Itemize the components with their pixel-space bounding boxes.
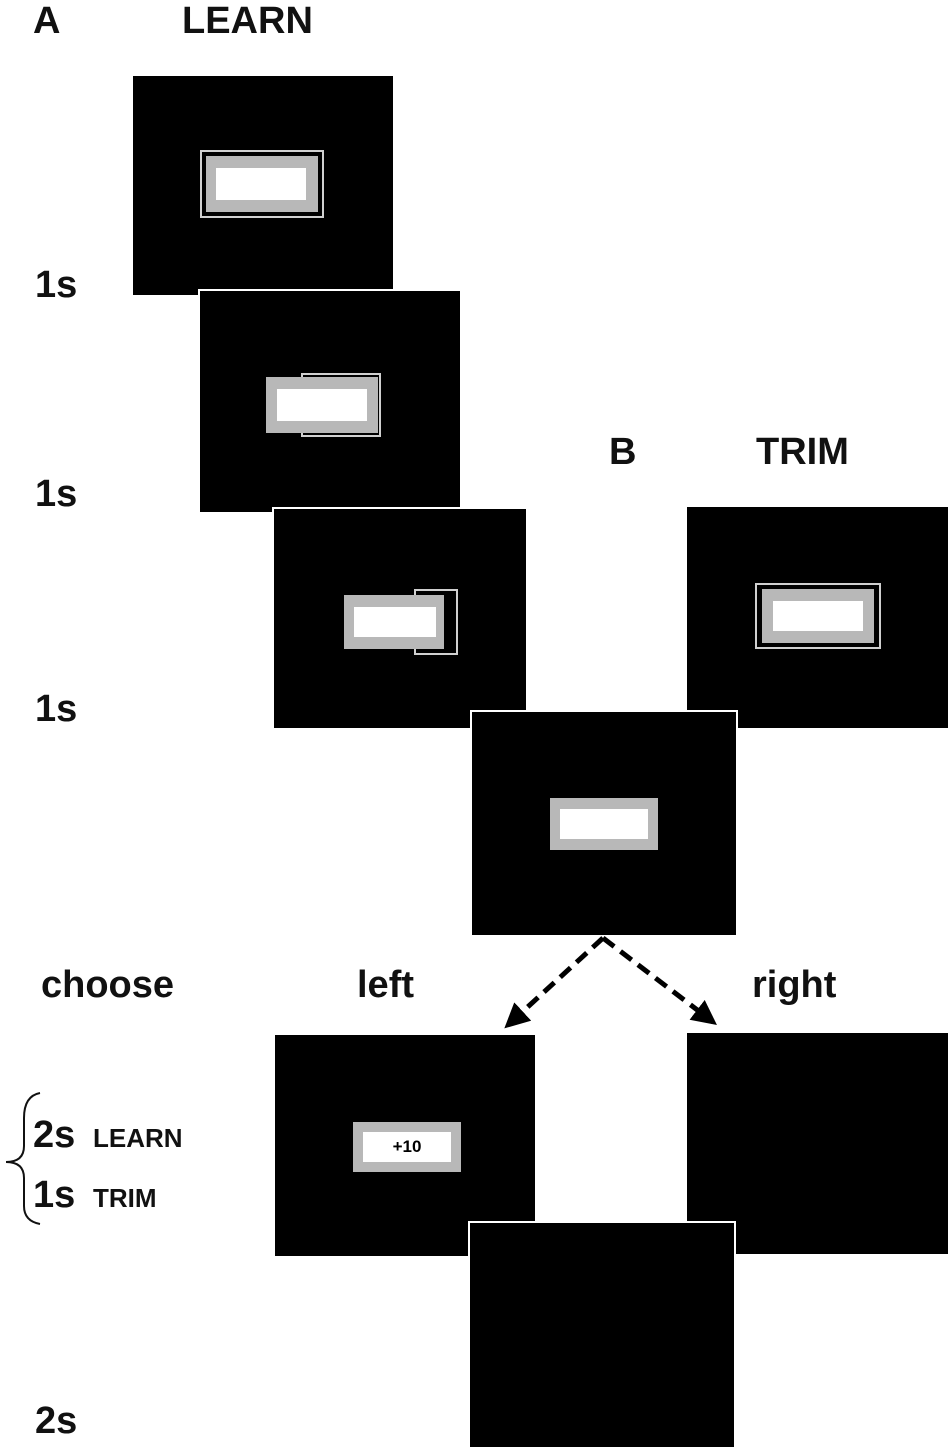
grey-bar xyxy=(206,156,318,212)
grey-bar xyxy=(344,595,444,649)
learn-screen-2 xyxy=(198,289,462,514)
feedback-trim-word: TRIM xyxy=(93,1183,157,1213)
inner-white-rect xyxy=(216,168,306,200)
left-label: left xyxy=(357,964,414,1006)
panel-a-title: LEARN xyxy=(182,0,313,42)
grey-bar xyxy=(266,377,378,433)
blank-screen-final xyxy=(468,1221,736,1449)
final-time-label: 2s xyxy=(35,1400,78,1442)
grey-bar: +10 xyxy=(353,1122,461,1172)
grey-bar xyxy=(550,798,658,850)
panel-b-title: TRIM xyxy=(756,431,849,473)
right-label: right xyxy=(752,964,837,1006)
blank-screen-right xyxy=(685,1031,950,1256)
outline-frame xyxy=(755,583,881,649)
grey-bar xyxy=(762,589,874,643)
curly-brace xyxy=(5,1092,41,1225)
feedback-learn-word: LEARN xyxy=(93,1123,183,1153)
time-label-2: 1s xyxy=(35,473,78,515)
inner-white-rect xyxy=(277,389,367,421)
feedback-timing-group: 2s LEARN 1s TRIM xyxy=(0,1092,200,1222)
inner-white-rect xyxy=(773,601,863,631)
time-label-1: 1s xyxy=(35,264,78,306)
feedback-learn-time: 2s xyxy=(33,1114,76,1156)
learn-screen-3 xyxy=(272,507,528,730)
decision-screen xyxy=(470,710,738,937)
feedback-box: +10 xyxy=(363,1132,451,1162)
panel-a-letter: A xyxy=(33,0,61,42)
feedback-value: +10 xyxy=(392,1137,422,1156)
dashed-arrow-right xyxy=(601,936,717,1026)
dashed-arrow-left xyxy=(504,936,605,1029)
choose-label: choose xyxy=(41,964,175,1006)
learn-screen-1 xyxy=(131,74,395,297)
inner-white-rect xyxy=(560,809,648,839)
inner-white-rect xyxy=(354,607,436,637)
feedback-trim-time: 1s xyxy=(33,1174,76,1216)
feedback-screen-left: +10 xyxy=(273,1033,537,1258)
panel-b-letter: B xyxy=(609,431,637,473)
trim-screen-1 xyxy=(685,505,950,730)
time-label-3: 1s xyxy=(35,688,78,730)
outline-frame xyxy=(200,150,324,218)
